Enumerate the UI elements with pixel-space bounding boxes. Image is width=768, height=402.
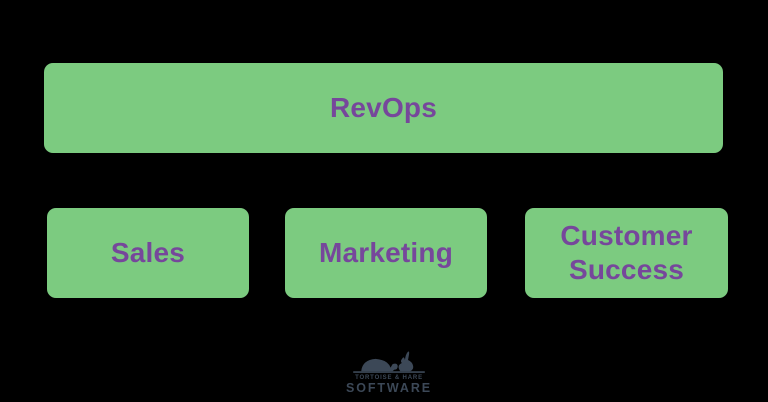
tortoise-and-hare-icon [353, 351, 425, 373]
ground-line [353, 371, 425, 373]
logo-company-name: TORTOISE & HARE [355, 375, 423, 381]
customer-success-box: Customer Success [525, 208, 728, 298]
sales-box: Sales [47, 208, 249, 298]
customer-success-label: Customer Success [560, 220, 693, 285]
hare-shape [398, 351, 414, 372]
sales-label: Sales [110, 237, 186, 268]
revops-label: RevOps [329, 92, 438, 123]
logo-software-word: SOFTWARE [345, 381, 433, 395]
tortoise-shape [361, 358, 398, 372]
marketing-box: Marketing [285, 208, 487, 298]
marketing-label: Marketing [318, 237, 454, 268]
logo: TORTOISE & HARE SOFTWARE [344, 349, 434, 395]
revops-box: RevOps [44, 63, 723, 153]
